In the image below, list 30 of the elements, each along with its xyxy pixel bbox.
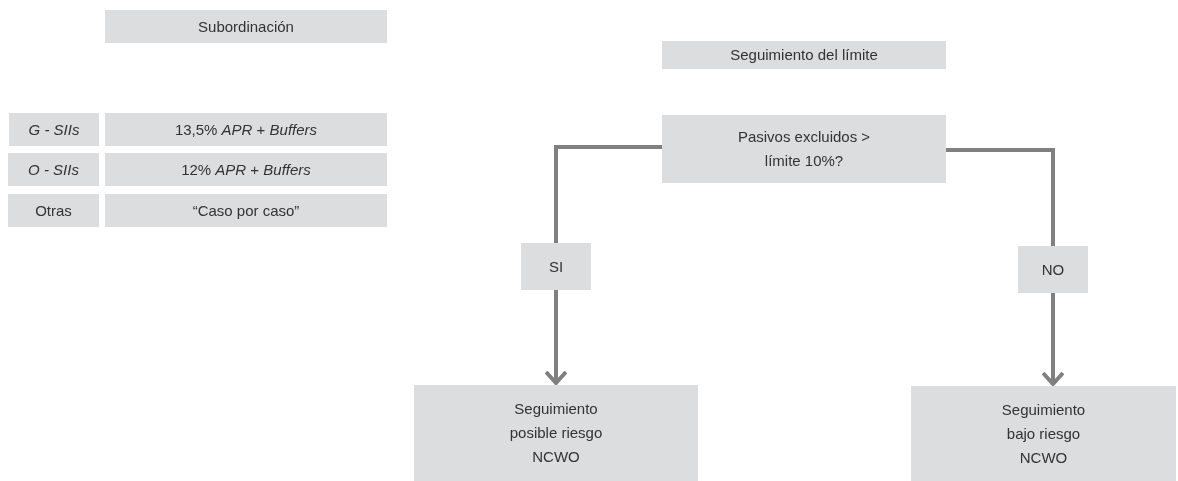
box-text: Seguimiento bajo riesgo NCWO <box>1000 399 1087 468</box>
process-box <box>9 113 99 146</box>
arrow <box>544 290 568 385</box>
process-box <box>414 385 698 481</box>
box-text: Seguimiento posible riesgo NCWO <box>508 399 604 467</box>
box-text: Pasivos excluidos > límite 10%? <box>736 127 872 171</box>
box-text: Seguimiento del límite <box>730 45 878 65</box>
arrow <box>1041 293 1065 386</box>
box-text: 13,5% APR + Buffers <box>174 119 318 140</box>
decision-label-box <box>1018 246 1088 293</box>
process-box <box>105 10 387 43</box>
process-box <box>105 113 387 146</box>
process-box <box>911 386 1176 481</box>
box-text: Otras <box>35 200 72 221</box>
connector-line <box>946 148 1055 246</box>
box-text: G - SIIs <box>28 119 80 140</box>
process-box <box>105 153 387 186</box>
box-text: NO <box>1041 259 1065 280</box>
process-box <box>662 41 946 69</box>
process-box <box>662 115 946 183</box>
process-box <box>8 194 99 227</box>
box-text: O - SIIs <box>28 159 79 180</box>
box-text: SI <box>548 256 564 277</box>
box-text: “Caso por caso” <box>192 200 300 221</box>
box-text: Subordinación <box>198 16 294 37</box>
decision-label-box <box>521 243 591 290</box>
process-box <box>8 153 99 186</box>
process-box <box>105 194 387 227</box>
connector-line <box>554 145 662 243</box>
box-text: 12% APR + Buffers <box>181 159 311 180</box>
